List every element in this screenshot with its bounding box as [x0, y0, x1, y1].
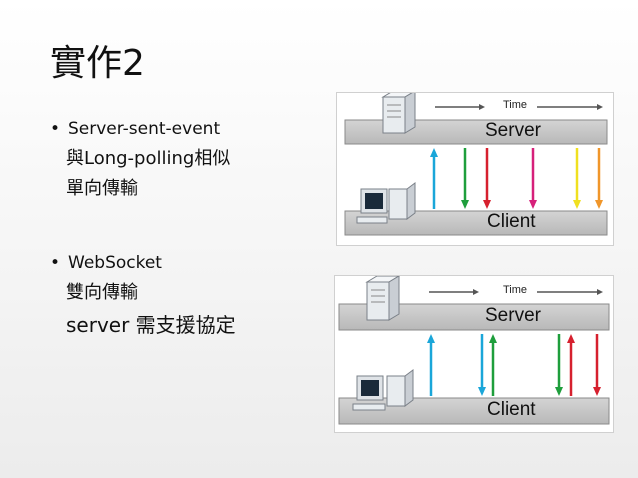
server-icon	[381, 93, 416, 134]
client-band	[338, 397, 610, 425]
websocket-message-arrows	[427, 334, 601, 396]
client-computer-icon	[352, 369, 414, 411]
ws-line-2: server 需支援協定	[66, 313, 236, 337]
bullet-websocket: WebSocket	[50, 248, 330, 278]
sse-diagram: Time Server Client	[336, 92, 614, 246]
time-arrows	[429, 289, 603, 295]
slide-title: 實作2	[50, 43, 145, 84]
bullet-list: Server-sent-event 與Long-polling相似 單向傳輸 W…	[50, 114, 330, 342]
message-arrow-up	[567, 334, 575, 396]
sse-line-1: 與Long-polling相似	[66, 148, 231, 169]
message-arrow-down	[478, 334, 486, 396]
sse-line-2: 單向傳輸	[66, 178, 138, 199]
time-arrows	[435, 104, 603, 110]
spacer	[50, 204, 330, 248]
websocket-diagram: Time Server Client	[334, 275, 614, 433]
client-label: Client	[487, 211, 536, 232]
sse-diagram-svg	[344, 93, 608, 236]
message-arrow-up	[427, 334, 435, 396]
message-arrow-down	[573, 148, 581, 209]
client-computer-icon	[356, 182, 416, 224]
message-arrow-up	[430, 148, 438, 209]
time-label: Time	[503, 99, 528, 111]
message-arrow-down	[483, 148, 491, 209]
message-arrow-down	[595, 148, 603, 209]
sse-message-arrows	[430, 148, 603, 209]
ws-line-1: 雙向傳輸	[66, 282, 138, 303]
client-label: Client	[487, 399, 536, 420]
websocket-diagram-svg	[338, 276, 610, 425]
bullet-sse: Server-sent-event	[50, 114, 330, 144]
message-arrow-down	[461, 148, 469, 209]
message-arrow-down	[529, 148, 537, 209]
server-label: Server	[485, 305, 541, 326]
message-arrow-down	[593, 334, 601, 396]
time-label: Time	[503, 284, 528, 296]
message-arrow-up	[489, 334, 497, 396]
message-arrow-down	[555, 334, 563, 396]
server-label: Server	[485, 120, 541, 141]
server-icon	[365, 276, 400, 321]
